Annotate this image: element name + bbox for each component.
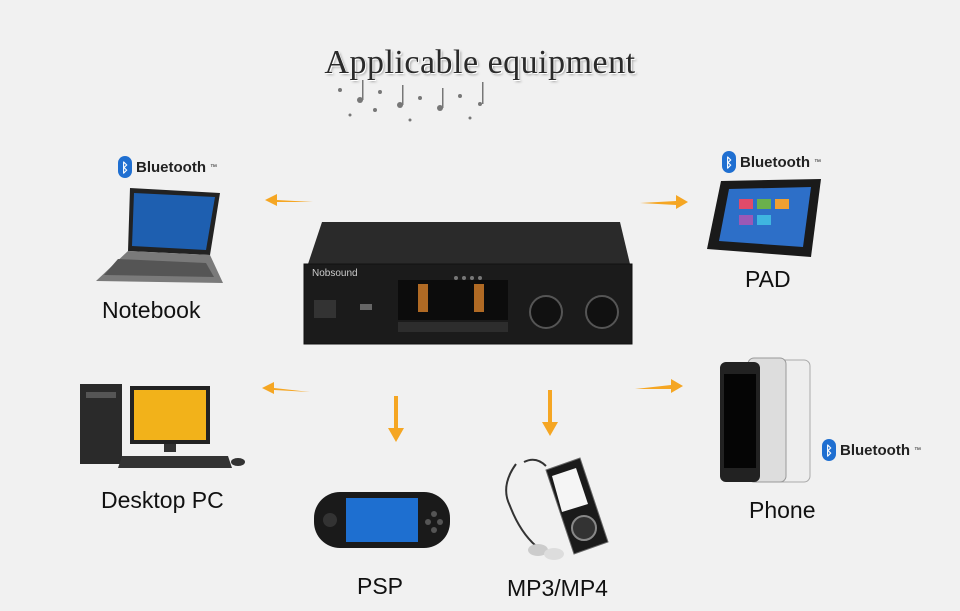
arrow-icon: [640, 195, 688, 209]
arrow-icon: [388, 396, 404, 442]
amplifier-brand: Nobsound: [312, 268, 358, 279]
bluetooth-icon: ᛒ: [822, 439, 836, 461]
bluetooth-icon: ᛒ: [722, 151, 736, 173]
arrow-icon: [262, 382, 310, 394]
psp-image: [314, 492, 450, 548]
device-label-desktop: Desktop PC: [101, 487, 224, 513]
arrow-icon: [635, 379, 683, 393]
device-label-psp: PSP: [357, 573, 404, 599]
amplifier-image: [303, 222, 633, 345]
device-label-pad: PAD: [745, 266, 791, 292]
device-label-phone: Phone: [749, 497, 816, 523]
music-notes-icon: [338, 80, 484, 122]
phone-image: [720, 357, 811, 483]
device-label-notebook: Notebook: [102, 297, 201, 323]
mp3-player-image: [505, 457, 609, 560]
notebook-image: [96, 188, 223, 283]
device-label-mp3: MP3/MP4: [507, 575, 608, 601]
bluetooth-icon: ᛒ: [118, 156, 132, 178]
page-title: Applicable equipment: [324, 44, 636, 81]
desktop-pc-image: [80, 384, 245, 468]
arrow-icon: [542, 390, 558, 436]
arrow-icon: [265, 194, 313, 206]
tablet-image: [707, 179, 821, 257]
